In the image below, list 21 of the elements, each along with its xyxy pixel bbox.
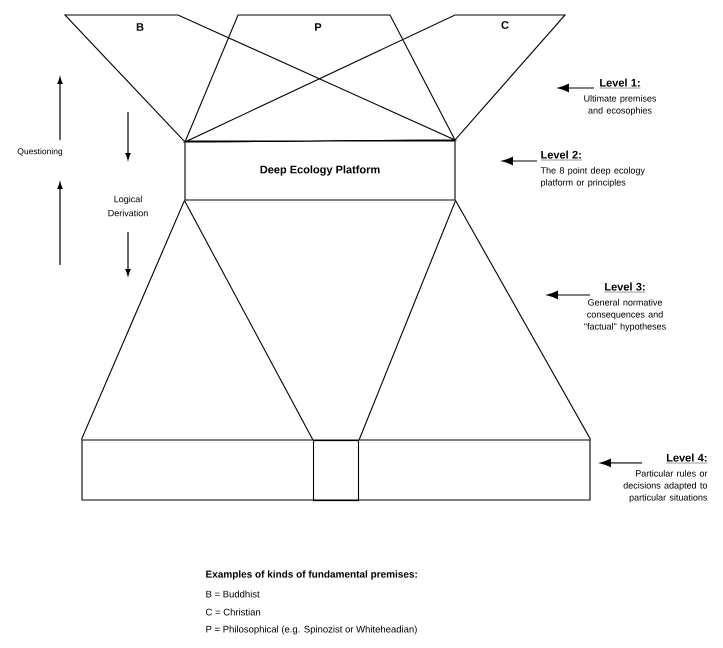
arrow xyxy=(546,290,558,300)
label: Questioning xyxy=(18,148,62,156)
arrow xyxy=(502,156,513,166)
level-text: Level 4: Particular rules or decisions adapted to particular situations xyxy=(624,454,708,502)
label: B = Buddhist xyxy=(206,590,260,598)
connector-line xyxy=(455,200,592,440)
connector-line xyxy=(358,200,456,440)
arrow xyxy=(600,458,611,468)
inner-box xyxy=(312,440,360,502)
level-text: Level 2: The 8 point deep ecology platform or principles xyxy=(540,150,645,188)
connector-line xyxy=(80,200,185,440)
level-text: Level 1: Ultimate premises and ecosophies xyxy=(584,78,656,116)
label: Logical Derivation xyxy=(108,196,148,216)
label: P = Philosophical (e.g. Spinozist or Whiteheadian) xyxy=(206,626,417,634)
arrow xyxy=(558,84,569,92)
connector-line xyxy=(184,200,314,440)
label: C = Christian xyxy=(206,608,260,616)
label: Examples of kinds of fundamental premises: xyxy=(206,570,417,580)
base-box xyxy=(81,439,591,501)
platform-box: Deep Ecology Platform xyxy=(184,140,456,201)
level-text: Level 3: General normative consequences and "factual" hypotheses xyxy=(584,282,666,332)
